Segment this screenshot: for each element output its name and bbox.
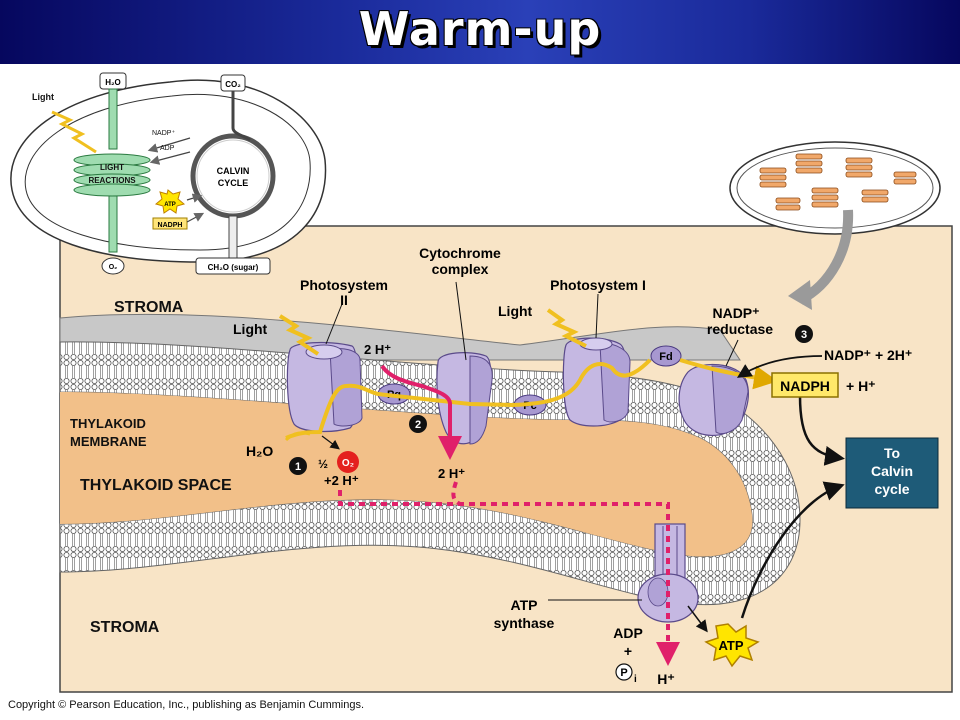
- inset-light-reactions-1: LIGHT: [100, 163, 124, 172]
- to-calvin-label-2: Calvin: [871, 463, 913, 479]
- light-bolt-ps1-icon: [546, 308, 587, 348]
- light-bolt-ps2-icon: [278, 314, 320, 356]
- slide-title: Warm-up: [358, 2, 602, 56]
- inset-sugar-arrow: [228, 215, 238, 259]
- light-reactions-diagram: LIGHT REACTIONS Light H₂O O₂ CALVIN CYCL…: [10, 72, 953, 693]
- photosystem2-label-1: Photosystem: [300, 277, 388, 293]
- step1-badge: [289, 457, 307, 475]
- fd-carrier: [650, 345, 682, 367]
- nadph-box: [771, 372, 839, 398]
- atp-label: ATP: [718, 638, 743, 653]
- stroma-bottom-label: STROMA: [90, 619, 160, 636]
- step2-label: 2: [415, 419, 421, 431]
- pi-label: P: [620, 667, 627, 679]
- fd-label: Fd: [659, 351, 672, 363]
- light-label-2: Light: [498, 303, 533, 319]
- o2-badge: [337, 451, 359, 473]
- step3-label: 3: [801, 329, 807, 341]
- inset-o2-label: O₂: [109, 264, 118, 271]
- inset-calvin-2: CYCLE: [218, 178, 249, 188]
- adp-label: ADP: [613, 625, 643, 641]
- cytochrome-label-2: complex: [432, 261, 489, 277]
- zoom-arrow-head: [788, 280, 812, 310]
- thylakoid-space: [60, 392, 753, 557]
- proton-pump-path: [380, 364, 462, 460]
- to-calvin-box: [845, 437, 939, 509]
- inset-nadp-label: NADP⁺: [152, 130, 175, 137]
- step2-badge: [409, 415, 427, 433]
- proton-join-path: [451, 481, 462, 506]
- nadp-plus-2h-label: NADP⁺ + 2H⁺: [824, 347, 912, 363]
- nadph-to-calvin-arrow: [798, 395, 845, 466]
- half-label: ½: [318, 457, 328, 471]
- pi-circle: [615, 663, 633, 681]
- to-calvin-label-1: To: [884, 445, 900, 461]
- photosystem2-label-2: II: [340, 292, 348, 308]
- h2o-label: H₂O: [246, 443, 273, 459]
- title-bar: [0, 0, 960, 64]
- two-h-top-label: 2 H⁺: [364, 342, 391, 357]
- cytochrome-label-1: Cytochrome: [419, 245, 501, 261]
- ps2-pointer: [325, 303, 343, 345]
- inset-o2-arrow: [108, 195, 118, 253]
- photosystem1-label: Photosystem I: [550, 277, 646, 293]
- inset-h2o-arrow: [108, 88, 118, 150]
- thylakoid-membrane-label-1: THYLAKOID: [70, 416, 146, 431]
- nadp-reductase-label-1: NADP⁺: [712, 305, 759, 321]
- photosystem-1: [562, 337, 631, 427]
- inset-sugar-label: CH₂O (sugar): [208, 263, 259, 272]
- nadph-label: NADPH: [780, 378, 830, 394]
- thylakoid-space-label: THYLAKOID SPACE: [80, 477, 232, 494]
- inset-light-reactions-2: REACTIONS: [88, 176, 136, 185]
- inset-inner-membrane: [24, 94, 311, 251]
- inset-chloroplast: [10, 79, 327, 263]
- adp-to-atp-arrow: [687, 605, 708, 633]
- stroma-top-label: STROMA: [114, 299, 184, 316]
- inset-nadph-box: [152, 217, 188, 230]
- plus-2h-label: +2 H⁺: [324, 473, 359, 488]
- inset-light-label: Light: [32, 92, 54, 102]
- ps1-pointer: [595, 293, 599, 339]
- plus-label: +: [624, 643, 632, 659]
- to-calvin-label-3: cycle: [874, 481, 909, 497]
- inset-atp-star: [154, 189, 186, 214]
- h2o-arrow: [284, 431, 311, 442]
- inset-light-bolt-icon: [51, 110, 97, 154]
- nadp-reductase-label-2: reductase: [707, 321, 773, 337]
- reductase-pointer: [725, 339, 739, 367]
- copyright-text: Copyright © Pearson Education, Inc., pub…: [8, 699, 365, 711]
- atp-star: [704, 623, 760, 668]
- cytochrome-pointer: [455, 281, 467, 361]
- nadp-reductase: [678, 363, 749, 437]
- inset-thylakoid-stack: [73, 153, 151, 197]
- nadp-input-arrow: [736, 355, 823, 378]
- inset-co2-arrow: [231, 91, 251, 142]
- inset-co2-label: CO₂: [225, 80, 241, 89]
- plus-h-label: + H⁺: [846, 378, 876, 394]
- atp-synthase-label-1: ATP: [511, 597, 538, 613]
- thylakoid-membrane-label-2: MEMBRANE: [70, 434, 147, 449]
- inset-sugar-box: [195, 257, 271, 275]
- two-h-mid-label: 2 H⁺: [438, 466, 465, 481]
- inset-calvin-1: CALVIN: [217, 166, 250, 176]
- electron-flow: [285, 358, 770, 440]
- atp-synthase-label-2: synthase: [494, 615, 555, 631]
- chloroplast-grana: [759, 153, 917, 211]
- inset-nadph-label: NADPH: [158, 222, 183, 229]
- o2-arrow: [321, 435, 340, 450]
- inset-atp-label: ATP: [164, 202, 176, 208]
- inset-o2-box: [101, 257, 125, 275]
- pi-subscript: i: [634, 674, 637, 685]
- atp-to-calvin-arrow: [740, 481, 845, 619]
- inset-h2o-label: H₂O: [105, 78, 121, 87]
- o2-label: O₂: [342, 458, 354, 469]
- inset-adp-label: ADP: [160, 145, 175, 152]
- proton-gradient-path: [338, 490, 680, 666]
- step1-label: 1: [295, 461, 301, 473]
- step3-badge: [795, 325, 813, 343]
- h-out-label: H⁺: [657, 671, 675, 687]
- light-label-1: Light: [233, 321, 268, 337]
